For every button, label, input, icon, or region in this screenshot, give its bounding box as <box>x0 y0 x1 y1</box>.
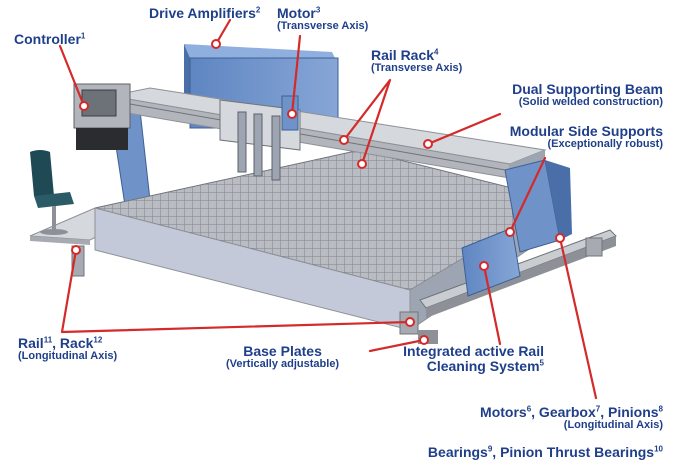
leader-rail-rack <box>342 78 392 166</box>
leader-lines <box>58 18 598 400</box>
leader-rail-rack-long <box>60 248 412 334</box>
controller-unit <box>73 83 131 150</box>
leader-dual-beam <box>426 112 502 146</box>
label-motors-gearbox-pinions: Motors6, Gearbox7, Pinions8 (Longitudina… <box>480 404 663 431</box>
label-rail-rack: Rail Rack4 (Transverse Axis) <box>371 47 463 74</box>
leader-cleaning <box>482 264 502 346</box>
leader-controller <box>58 44 86 108</box>
leader-endpoints <box>71 39 565 345</box>
leader-base-plates <box>368 338 426 353</box>
gantry-beam <box>109 87 547 179</box>
leader-motors-gearbox <box>558 236 598 400</box>
operator-chair <box>30 150 74 235</box>
leader-side-supports <box>508 156 547 234</box>
label-controller: Controller1 <box>14 31 86 47</box>
label-bearings: Bearings9, Pinion Thrust Bearings10 <box>427 444 663 460</box>
label-drive-amplifiers: Drive Amplifiers2 <box>149 5 261 21</box>
label-base-plates: Base Plates (Vertically adjustable) <box>226 343 340 370</box>
label-modular-side-supports: Modular Side Supports (Exceptionally rob… <box>509 123 663 150</box>
leader-motor <box>290 34 302 116</box>
label-cleaning-system: Integrated active Rail Cleaning System5 <box>403 343 544 374</box>
label-motor: Motor3 (Transverse Axis) <box>277 5 369 32</box>
label-dual-supporting-beam: Dual Supporting Beam (Solid welded const… <box>512 81 663 108</box>
label-rail-rack-longitudinal: Rail11, Rack12 (Longitudinal Axis) <box>18 335 118 362</box>
torch-carriage <box>219 95 301 181</box>
side-support <box>461 159 572 297</box>
